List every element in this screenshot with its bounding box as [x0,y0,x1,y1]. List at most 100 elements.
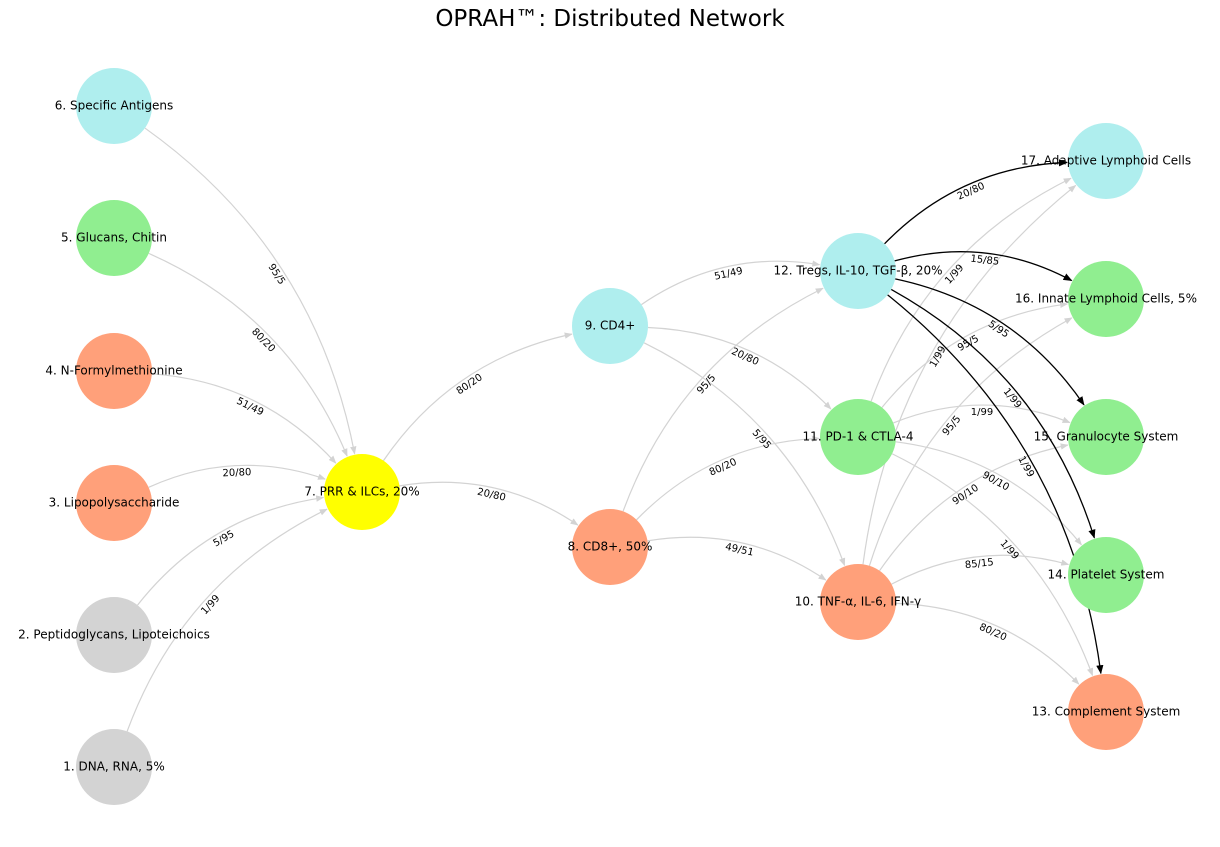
node-label-n9: 9. CD4+ [585,319,636,333]
node-circle-n12 [820,233,896,309]
node-circle-n6 [76,68,152,144]
node-circle-n5 [76,200,152,276]
node-circle-n10 [820,564,896,640]
edge-n11-n16 [881,301,1069,408]
edge-label-n12-n14: 1/99 [1001,386,1024,410]
edge-label-n12-n13: 1/99 [1015,454,1036,479]
diagram-title: OPRAH™: Distributed Network [435,6,785,32]
edge-n7-n8 [399,481,579,526]
edge-n8-n10 [647,536,827,581]
node-label-n11: 11. PD-1 & CTLA-4 [803,430,914,444]
node-label-n7: 7. PRR & ILCs, 20% [304,485,419,499]
edge-n4-n7 [151,373,337,464]
node-circle-n17 [1068,123,1144,199]
node-label-n16: 16. Innate Lymphoid Cells, 5% [1015,292,1197,306]
edge-n10-n14 [891,554,1070,585]
node-circle-n16 [1068,261,1144,337]
edge-n6-n7 [144,127,357,455]
node-label-n2: 2. Peptidoglycans, Lipoteichoics [18,628,210,642]
edge-n9-n12 [641,260,821,306]
node-label-n8: 8. CD8+, 50% [568,540,653,554]
node-circle-n11 [820,399,896,475]
node-label-n4: 4. N-Formylmethionine [45,364,182,378]
edge-label-n10-n16: 95/5 [941,414,964,438]
edge-n9-n11 [647,326,832,410]
edge-n1-n7 [126,508,328,732]
edge-n11-n15 [893,404,1071,424]
edge-label-n6-n7: 95/5 [265,262,286,287]
node-label-n12: 12. Tregs, IL-10, TGF-β, 20% [773,264,942,278]
node-label-n17: 17. Adaptive Lymphoid Cells [1021,154,1191,168]
node-circle-n4 [76,333,152,409]
node-circle-n13 [1068,674,1144,750]
edge-label-n9-n10: 5/95 [750,428,773,452]
node-n12: 12. Tregs, IL-10, TGF-β, 20% [773,233,943,309]
edge-n10-n13 [895,602,1080,685]
node-circle-n14 [1068,537,1144,613]
edge-label-n8-n11: 80/20 [708,457,739,479]
node-n8: 8. CD8+, 50% [568,509,653,585]
edge-label-n8-n12: 95/5 [695,373,718,397]
edge-n7-n9 [382,332,573,461]
edge-n12-n15 [895,278,1085,406]
node-circle-n2 [76,597,152,673]
node-n10: 10. TNF-α, IL-6, IFN-γ [795,564,921,640]
node-n11: 11. PD-1 & CTLA-4 [803,399,914,475]
edge-n10-n15 [879,443,1069,572]
node-circle-n15 [1068,399,1144,475]
edge-label-n11-n13: 1/99 [998,538,1021,562]
node-label-n14: 14. Platelet System [1048,568,1165,582]
node-label-n5: 5. Glucans, Chitin [61,231,167,245]
node-label-n10: 10. TNF-α, IL-6, IFN-γ [795,595,921,609]
edge-label-n10-n17: 1/99 [928,344,949,369]
node-n4: 4. N-Formylmethionine [45,333,183,409]
node-circle-n3 [76,465,152,541]
edge-label-n1-n7: 1/99 [199,593,222,617]
edge-n11-n17 [870,177,1072,402]
edge-n12-n14 [890,288,1096,539]
edge-n8-n12 [622,287,824,512]
edge-n10-n17 [862,184,1077,565]
node-circle-n7 [324,454,400,530]
edge-n8-n11 [636,435,820,521]
edge-n5-n7 [148,252,348,457]
edge-label-n11-n15: 1/99 [971,407,993,418]
node-n13: 13. Complement System [1032,674,1181,750]
edge-label-n9-n12: 51/49 [713,266,744,283]
node-n2: 2. Peptidoglycans, Lipoteichoics [18,597,210,673]
node-label-n15: 15. Granulocyte System [1034,430,1179,444]
node-label-n6: 6. Specific Antigens [55,99,174,113]
node-n6: 6. Specific Antigens [55,68,174,144]
edge-n12-n17 [884,159,1068,245]
edge-label-n3-n7: 20/80 [222,467,251,479]
edge-label-n7-n8: 20/80 [476,487,507,504]
node-n14: 14. Platelet System [1048,537,1165,613]
edge-n10-n16 [868,317,1073,566]
node-n3: 3. Lipopolysaccharide [49,465,180,541]
edge-label-n12-n15: 5/95 [986,319,1011,341]
node-n5: 5. Glucans, Chitin [61,200,167,276]
edge-label-n10-n13: 80/20 [977,622,1008,644]
edge-n12-n16 [894,251,1073,282]
node-n9: 9. CD4+ [572,288,648,364]
node-n17: 17. Adaptive Lymphoid Cells [1021,123,1191,199]
edge-label-n2-n7: 5/95 [211,529,236,550]
node-label-n3: 3. Lipopolysaccharide [49,496,180,510]
edge-n3-n7 [148,464,326,488]
edge-label-n12-n17: 20/80 [956,181,987,203]
edge-label-n10-n14: 85/15 [964,557,994,571]
node-circle-n1 [76,729,152,805]
edge-label-n9-n11: 20/80 [729,346,760,368]
edge-n2-n7 [137,495,325,606]
edge-n12-n13 [887,294,1104,675]
edge-label-n8-n10: 49/51 [724,542,755,559]
node-n1: 1. DNA, RNA, 5% [63,729,165,805]
edge-n11-n14 [895,441,1082,546]
node-label-n1: 1. DNA, RNA, 5% [63,760,165,774]
node-n7: 7. PRR & ILCs, 20% [304,454,420,530]
node-circle-n9 [572,288,648,364]
node-label-n13: 13. Complement System [1032,705,1181,719]
node-circle-n8 [572,509,648,585]
edge-label-n12-n16: 15/85 [970,254,1000,268]
